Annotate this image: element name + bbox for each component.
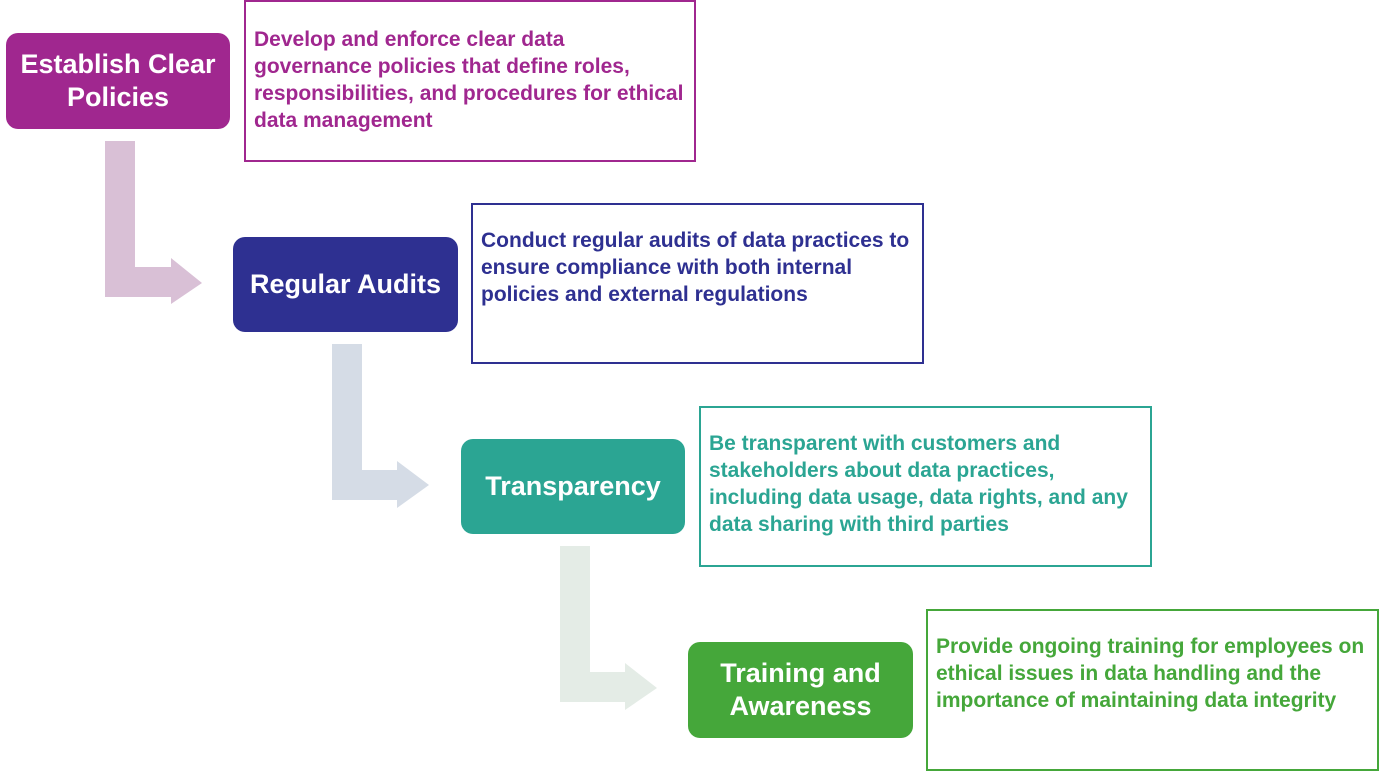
description-transparency: Be transparent with customers and stakeh… (699, 406, 1152, 567)
step-transparency: Transparency (461, 439, 685, 534)
bent-arrow-2 (332, 344, 429, 508)
step-regular-audits: Regular Audits (233, 237, 458, 332)
description-training-and-awareness: Provide ongoing training for employees o… (926, 609, 1379, 771)
step-establish-clear-policies: Establish Clear Policies (6, 33, 230, 129)
description-regular-audits: Conduct regular audits of data practices… (471, 203, 924, 364)
bent-arrow-3 (560, 546, 657, 710)
description-establish-clear-policies: Develop and enforce clear data governanc… (244, 0, 696, 162)
bent-arrow-1 (105, 141, 202, 304)
step-training-and-awareness: Training and Awareness (688, 642, 913, 738)
